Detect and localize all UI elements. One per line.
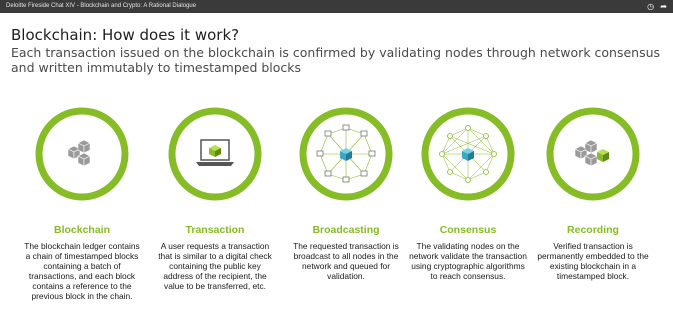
clock-icon[interactable]: ◷ bbox=[647, 2, 655, 11]
share-icon[interactable]: ➦ bbox=[660, 2, 667, 11]
slide-heading: Blockchain: How does it work? bbox=[11, 26, 240, 44]
step-description: Verified transaction is permanently embe… bbox=[537, 241, 649, 281]
step-broadcasting: Broadcasting The requested transaction i… bbox=[287, 224, 405, 281]
step-title: Consensus bbox=[439, 224, 497, 236]
laptop-icon bbox=[168, 107, 262, 201]
step-description: A user requests a transaction that is si… bbox=[158, 241, 272, 291]
video-title-bar: Deloitte Fireside Chat XIV - Blockchain … bbox=[0, 0, 673, 13]
broadcast-network-icon bbox=[299, 107, 393, 201]
blocks-added-icon bbox=[546, 107, 640, 201]
step-blockchain: Blockchain The blockchain ledger contain… bbox=[23, 224, 141, 301]
step-description: The blockchain ledger contains a chain o… bbox=[24, 241, 140, 301]
step-consensus: Consensus The validating nodes on the ne… bbox=[409, 224, 527, 281]
step-title: Transaction bbox=[185, 224, 245, 236]
slide-subheading: Each transaction issued on the blockchai… bbox=[11, 45, 661, 75]
step-title: Broadcasting bbox=[312, 224, 380, 236]
step-title: Recording bbox=[567, 224, 619, 236]
step-description: The requested transaction is broadcast t… bbox=[293, 241, 399, 281]
step-recording: Recording Verified transaction is perman… bbox=[534, 224, 652, 281]
step-title: Blockchain bbox=[53, 224, 111, 236]
video-title: Deloitte Fireside Chat XIV - Blockchain … bbox=[6, 3, 197, 9]
blocks-icon bbox=[35, 107, 129, 201]
consensus-network-icon bbox=[421, 107, 515, 201]
process-diagram bbox=[0, 96, 673, 212]
step-transaction: Transaction A user requests a transactio… bbox=[156, 224, 274, 291]
step-description: The validating nodes on the network vali… bbox=[409, 241, 527, 281]
